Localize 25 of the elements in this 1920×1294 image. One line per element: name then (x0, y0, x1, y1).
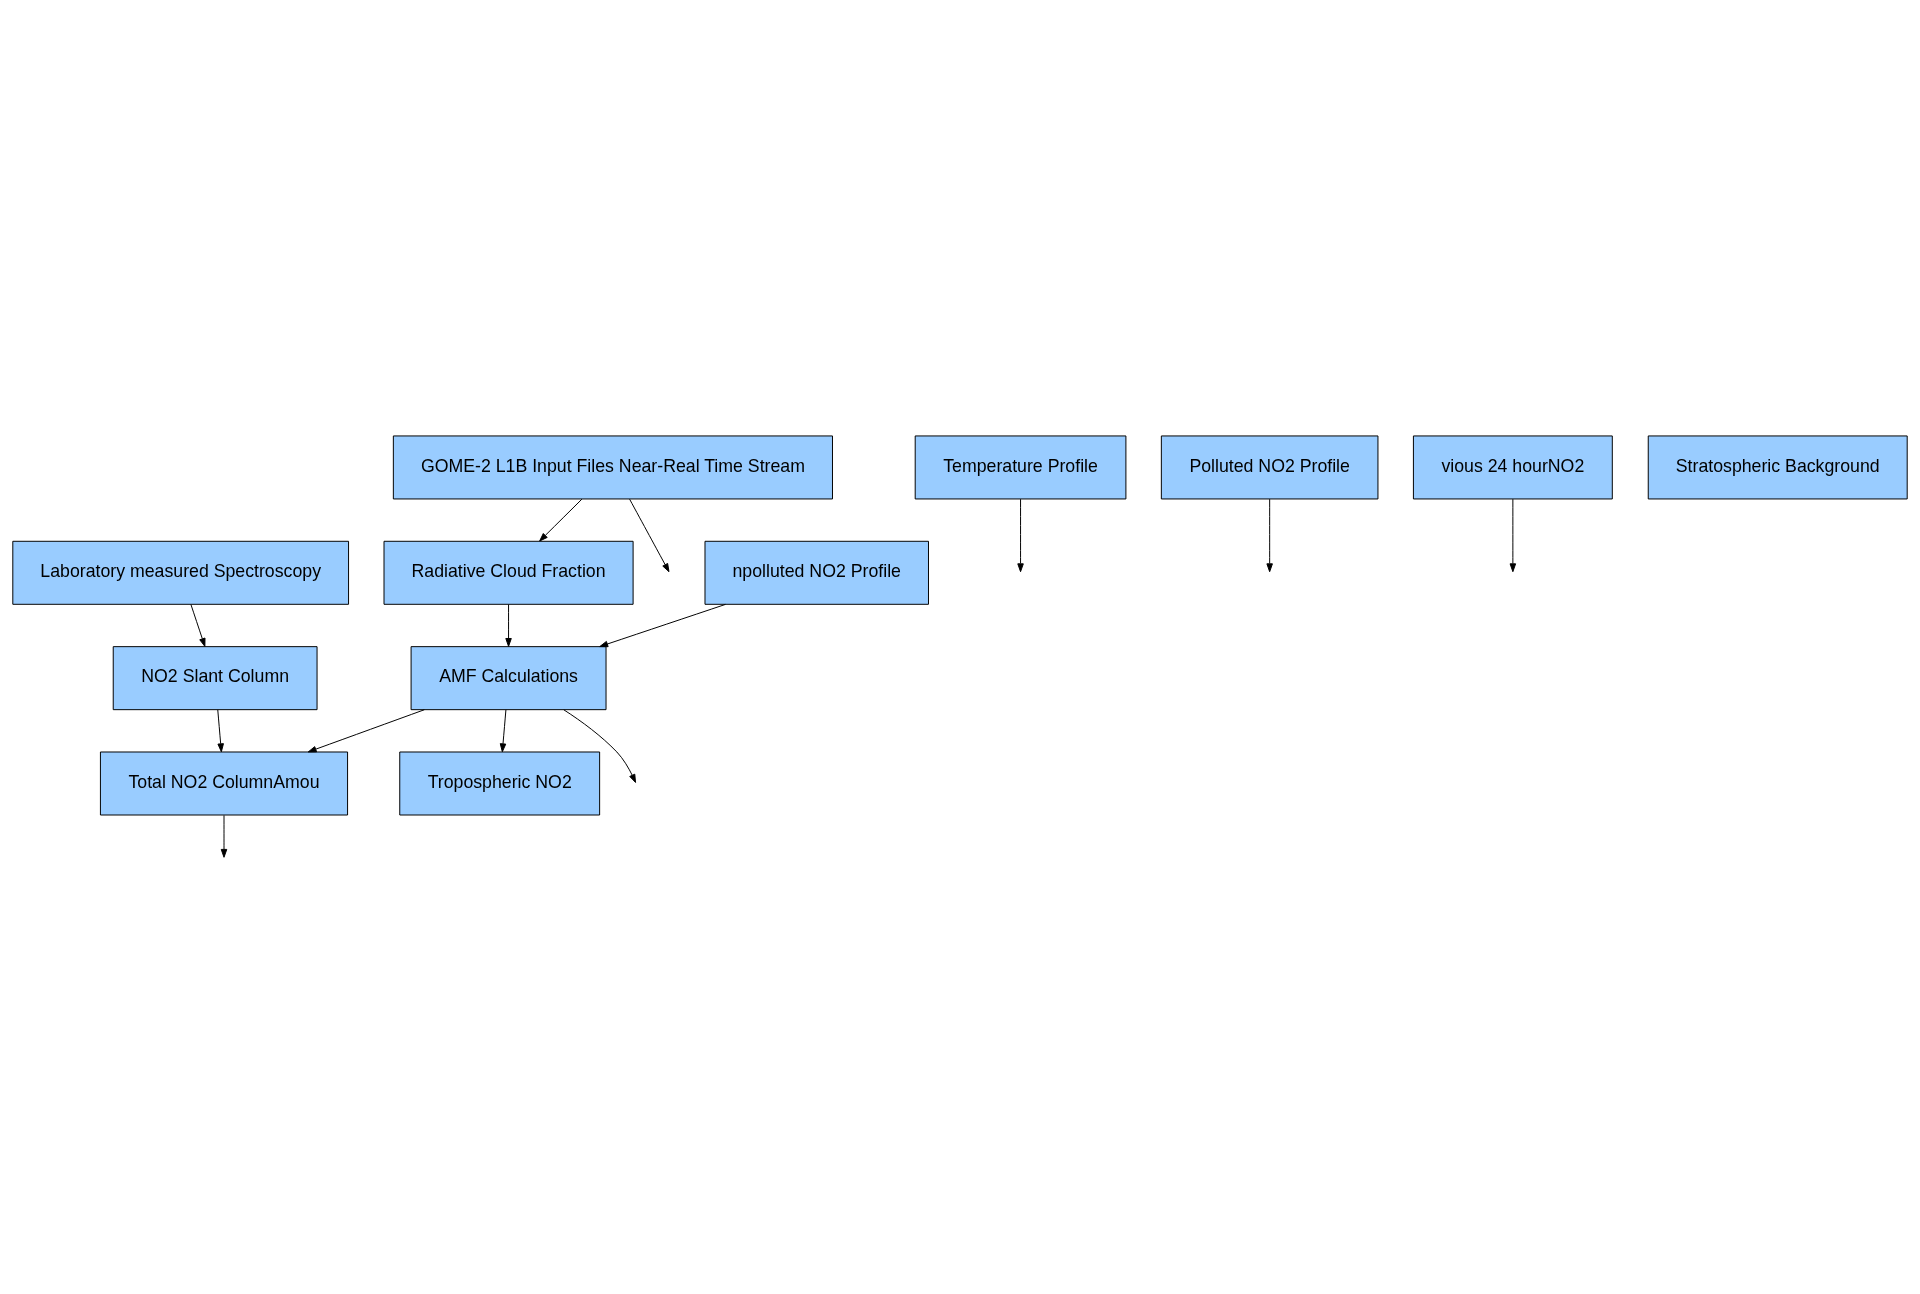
node-box: Polluted NO2 Profile (1160, 435, 1379, 500)
arrow (307, 709, 425, 753)
arrow (505, 604, 512, 647)
arrow (1017, 498, 1024, 573)
node-box: Tropospheric NO2 (399, 751, 601, 816)
arrow (499, 709, 507, 753)
node-box: GOME-2 L1B Input Files Near-Real Time Stream (392, 435, 833, 500)
node-box: Temperature Profile (914, 435, 1127, 500)
node-box: vious 24 hourNO2 (1412, 435, 1613, 500)
arrow (217, 709, 224, 753)
arrow (599, 603, 726, 648)
node-box: Total NO2 ColumnAmou (99, 751, 349, 816)
node-box: Radiative Cloud Fraction (383, 540, 634, 605)
arrow (220, 814, 228, 858)
arrow (190, 604, 206, 647)
arrow (539, 498, 583, 542)
node-box: AMF Calculations (410, 646, 607, 711)
arrow (1266, 498, 1273, 573)
node-box: NO2 Slant Column (112, 646, 318, 711)
node-box: npolluted NO2 Profile (704, 540, 929, 605)
arrow (563, 709, 637, 783)
node-box: Stratospheric Background (1647, 435, 1908, 500)
node-box: Laboratory measured Spectroscopy (12, 540, 350, 605)
arrow (1509, 498, 1517, 573)
arrow (629, 498, 670, 573)
